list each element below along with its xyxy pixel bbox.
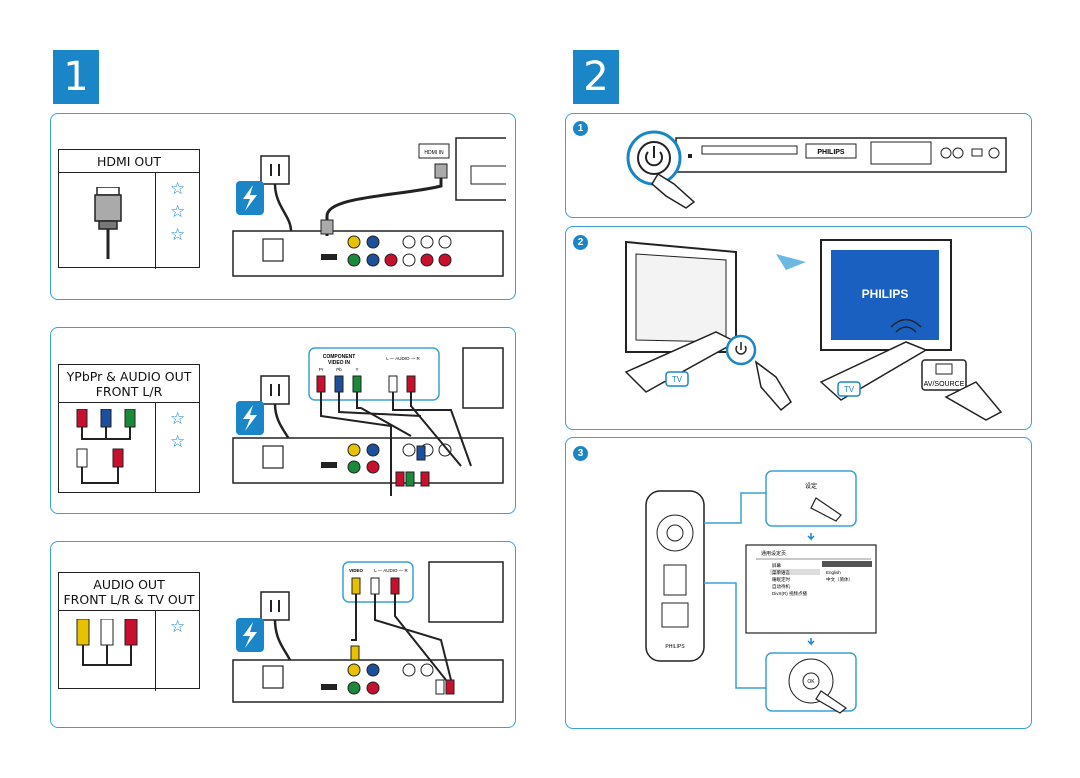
hdmi-connection-panel: HDMI OUT ☆ ☆ ☆ — [50, 113, 516, 300]
svg-text:TV: TV — [672, 375, 683, 384]
ypbpr-rating: ☆ ☆ — [170, 409, 185, 451]
step-1-badge: 1 — [53, 50, 99, 104]
wall-socket-icon — [260, 591, 290, 621]
svg-text:COMPONENT: COMPONENT — [323, 354, 356, 360]
svg-text:English: English — [826, 570, 841, 575]
player-front-diagram: PHILIPS — [626, 130, 1007, 209]
svg-text:TV: TV — [844, 385, 855, 394]
svg-text:中文（简体）: 中文（简体） — [826, 576, 853, 583]
star-icon: ☆ — [170, 617, 186, 636]
hdmi-cable-icon — [94, 187, 122, 259]
svg-text:PHILIPS: PHILIPS — [665, 644, 685, 650]
ypbpr-option-title: YPbPr & AUDIO OUT FRONT L/R — [59, 365, 199, 403]
tv-on-panel: 2 PHILIPS TV TV AV/SOURCE — [565, 226, 1032, 430]
svg-text:屏幕: 屏幕 — [772, 562, 781, 569]
star-icon: ☆ — [170, 202, 186, 221]
av-option-title: AUDIO OUT FRONT L/R & TV OUT — [59, 573, 199, 611]
svg-text:菜单语言: 菜单语言 — [772, 569, 790, 576]
svg-text:睡眠定时: 睡眠定时 — [772, 576, 790, 583]
composite-cable-icon — [76, 619, 138, 666]
svg-text:PHILIPS: PHILIPS — [817, 149, 845, 156]
hdmi-wiring-diagram: HDMI IN — [232, 137, 506, 277]
svg-text:Pb: Pb — [336, 367, 342, 372]
component-cable-icon — [76, 409, 136, 484]
hdmi-option-title: HDMI OUT — [59, 150, 199, 173]
hand-icon — [651, 172, 696, 209]
svg-text:Pr: Pr — [319, 367, 324, 372]
svg-text:PHILIPS: PHILIPS — [862, 287, 909, 301]
setup-menu-screen — [745, 544, 877, 634]
setup-button-zoom — [765, 470, 857, 527]
av-connection-panel: AUDIO OUT FRONT L/R & TV OUT ☆ VIDEO L —… — [50, 541, 516, 728]
wall-socket-icon — [260, 375, 290, 405]
av-wiring-diagram: VIDEO L — AUDIO — R — [232, 561, 504, 703]
ypbpr-wiring-diagram: COMPONENT VIDEO IN Pr Pb Y L — AUDIO — R — [232, 347, 504, 496]
svg-text:L — AUDIO — R: L — AUDIO — R — [386, 356, 420, 361]
svg-text:设定: 设定 — [805, 482, 817, 490]
wall-socket-icon — [260, 155, 290, 185]
svg-text:OK: OK — [807, 679, 815, 685]
svg-text:VIDEO IN: VIDEO IN — [328, 360, 350, 366]
tv-power-diagram: PHILIPS TV TV AV/SOURCE — [624, 239, 1003, 421]
ypbpr-option-box: YPbPr & AUDIO OUT FRONT L/R ☆ ☆ — [58, 364, 200, 493]
svg-text:HDMI IN: HDMI IN — [424, 150, 444, 156]
svg-text:AV/SOURCE: AV/SOURCE — [924, 381, 965, 388]
substep-1-badge: 1 — [573, 121, 588, 136]
svg-text:VIDEO: VIDEO — [349, 568, 364, 573]
svg-text:通用设定页: 通用设定页 — [761, 550, 786, 557]
setup-menu-diagram: PHILIPS 设定 通用设定页 屏幕 菜单语言 睡眠定时 自动待机 DivX(… — [645, 470, 877, 714]
setup-menu-panel: 3 PHILIPS 设定 通用设定页 屏幕 菜单语言 睡眠定时 自动待机 Div… — [565, 437, 1032, 729]
av-rating: ☆ — [170, 617, 185, 636]
star-icon: ☆ — [170, 409, 186, 428]
step-2-badge: 2 — [573, 50, 619, 104]
star-icon: ☆ — [170, 225, 186, 244]
svg-text:DivX(R) 视频点播: DivX(R) 视频点播 — [772, 590, 807, 597]
substep-3-badge: 3 — [573, 446, 588, 461]
star-icon: ☆ — [170, 432, 186, 451]
svg-text:L — AUDIO — R: L — AUDIO — R — [374, 568, 408, 573]
svg-text:自动待机: 自动待机 — [772, 583, 790, 590]
power-on-panel: 1 PHILIPS — [565, 113, 1032, 218]
hdmi-rating: ☆ ☆ ☆ — [170, 179, 185, 244]
star-icon: ☆ — [170, 179, 186, 198]
hdmi-option-box: HDMI OUT ☆ ☆ ☆ — [58, 149, 200, 269]
svg-text:Y: Y — [355, 367, 358, 372]
ypbpr-connection-panel: YPbPr & AUDIO OUT FRONT L/R ☆ ☆ — [50, 327, 516, 514]
substep-2-badge: 2 — [573, 235, 588, 250]
av-option-box: AUDIO OUT FRONT L/R & TV OUT ☆ — [58, 572, 200, 691]
